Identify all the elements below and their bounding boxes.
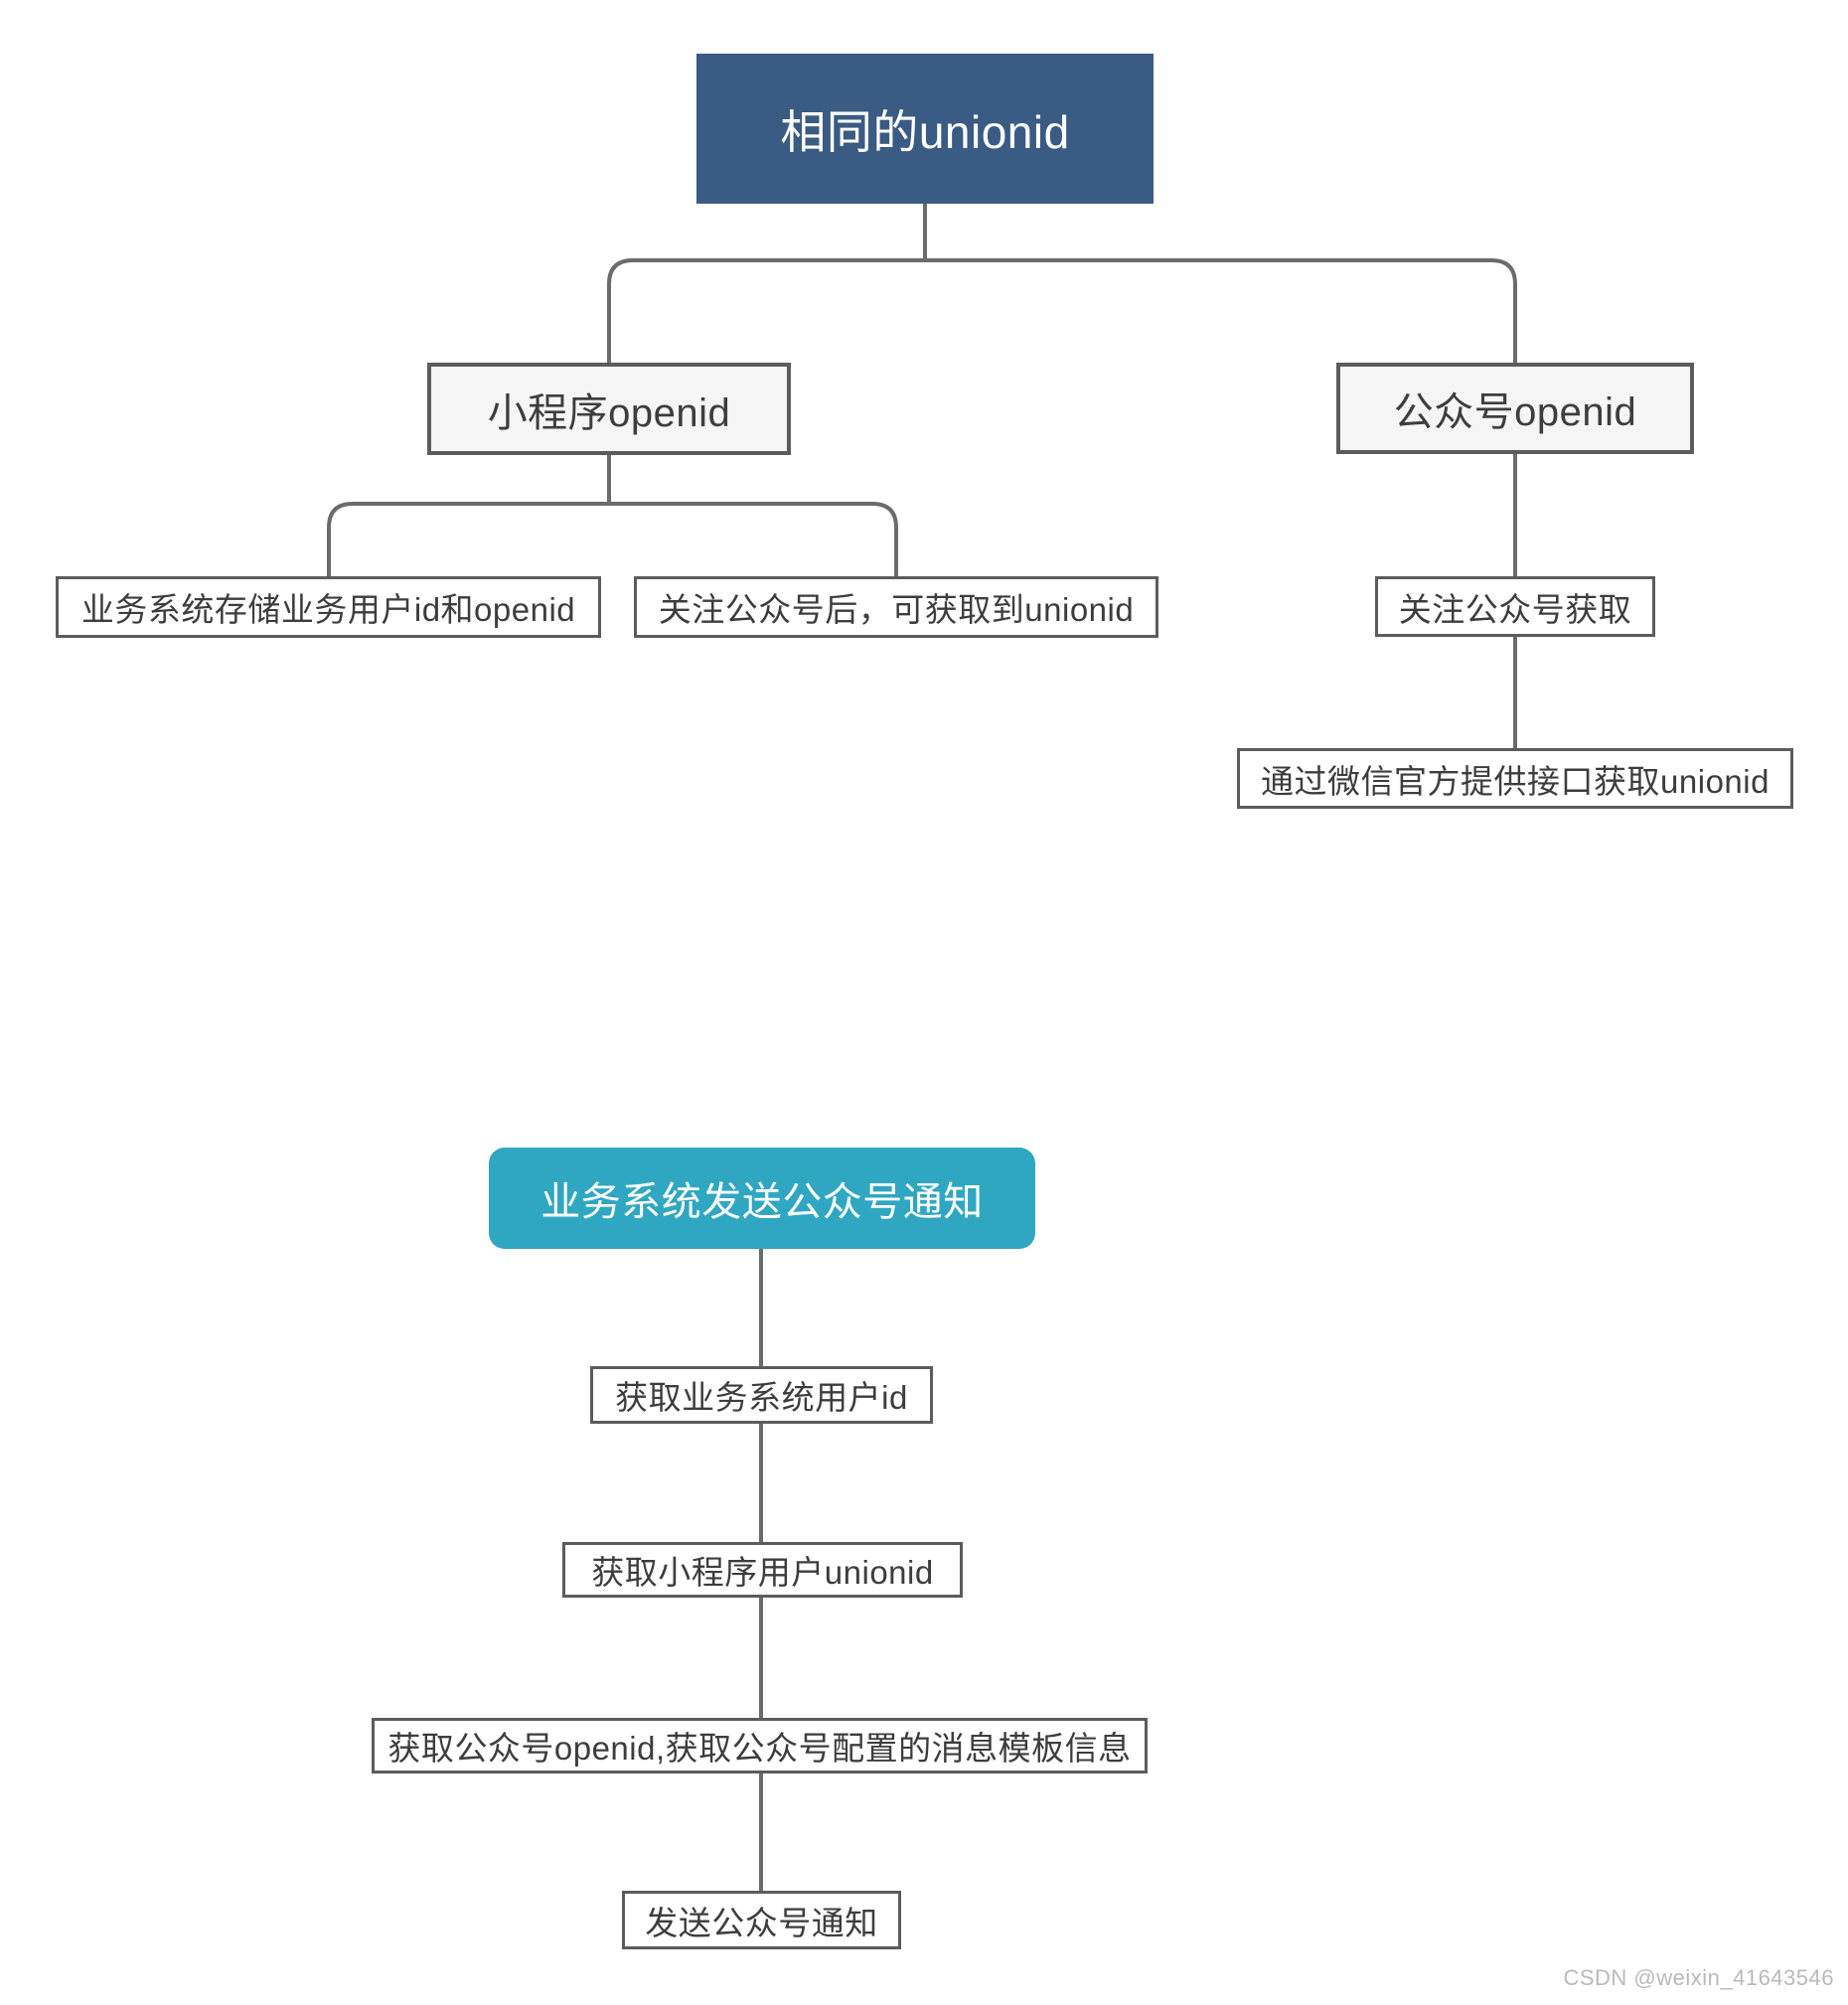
node-follow-account-get-unionid: 关注公众号后，可获取到unionid: [634, 576, 1158, 638]
node-follow-official-account: 关注公众号获取: [1375, 576, 1655, 637]
node-wechat-api-get-unionid: 通过微信官方提供接口获取unionid: [1237, 748, 1793, 809]
connector-split-level1: [607, 258, 1517, 364]
node-same-unionid: 相同的unionid: [696, 54, 1154, 204]
step-get-miniprogram-unionid: 获取小程序用户unionid: [562, 1542, 963, 1598]
step-get-system-user-id: 获取业务系统用户id: [590, 1366, 933, 1424]
node-store-userid-and-openid: 业务系统存储业务用户id和openid: [56, 576, 601, 638]
watermark: CSDN @weixin_41643546: [1563, 1965, 1834, 1990]
step-get-openid-and-template: 获取公众号openid,获取公众号配置的消息模板信息: [372, 1718, 1148, 1774]
node-send-official-account-notice: 业务系统发送公众号通知: [489, 1148, 1035, 1249]
connector-split-level2: [327, 502, 898, 577]
node-official-account-openid: 公众号openid: [1336, 363, 1694, 454]
step-send-notice: 发送公众号通知: [622, 1891, 901, 1949]
node-miniprogram-openid: 小程序openid: [427, 363, 791, 455]
